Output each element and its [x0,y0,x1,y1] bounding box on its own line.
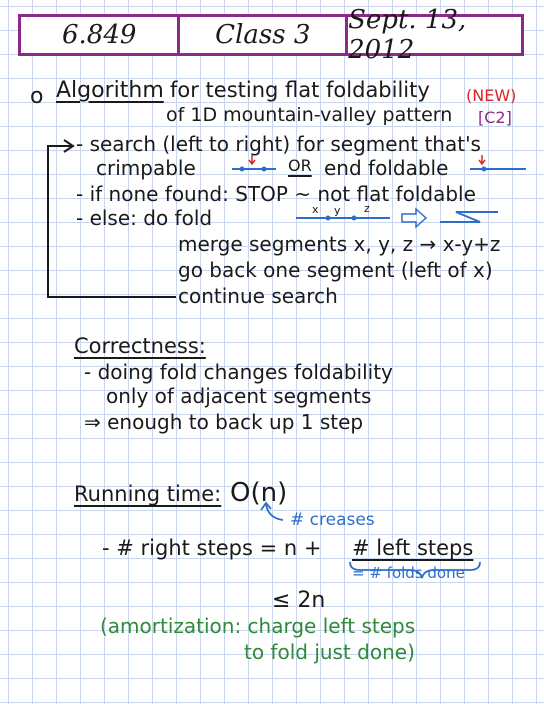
ref-tag: [C2] [478,108,512,127]
course-number: 6.849 [62,20,137,50]
bullet: o [30,84,44,109]
step-crimpable: crimpable [96,156,196,180]
correctness-line1: - doing fold changes foldability [84,360,393,384]
creases-note: # creases [290,510,375,530]
end-fold-crease [481,166,487,172]
amortization-line2: to fold just done) [244,640,415,664]
right-steps-line: - # right steps = n + [102,536,322,560]
step-else: - else: do fold [76,206,213,230]
running-time-value: O(n) [230,478,288,508]
seg-y: y [334,204,341,217]
algorithm-title: Algorithm [56,78,164,103]
crimp-arrow-icon [248,155,256,166]
loop-arrow-icon [63,139,75,153]
left-steps-term: # left steps [352,536,474,560]
step-none-found: - if none found: STOP ~ not flat foldabl… [76,182,476,206]
creases-pointer [265,503,284,521]
left-steps-brace [349,561,481,579]
running-time-title: Running time: [74,482,222,506]
crimp-crease-a [239,166,245,172]
loop-bracket [47,145,176,298]
correctness-line3: ⇒ enough to back up 1 step [84,410,364,434]
xyz-crease-b [351,215,357,221]
bound-line: ≤ 2n [272,588,326,613]
step-merge: merge segments x, y, z → x-y+z [178,232,501,256]
creases-arrow-icon [260,501,272,511]
step-search: - search (left to right) for segment tha… [76,132,481,156]
amortization-line1: (amortization: charge left steps [100,614,416,638]
crimp-crease-b [261,166,267,172]
step-continue: continue search [178,284,338,308]
correctness-title: Correctness: [74,334,206,358]
end-fold-arrow-icon [478,155,486,166]
algorithm-line1: for testing flat foldability [170,78,430,102]
new-tag: (NEW) [466,86,517,105]
fold-result-arrow-icon [401,207,428,229]
step-go-back: go back one segment (left of x) [178,258,493,282]
or-label: OR [288,156,312,175]
seg-x: x [312,203,319,216]
step-end-foldable: end foldable [324,156,449,180]
class-label: Class 3 [177,17,345,53]
folded-segment [440,211,498,223]
algorithm-line2: of 1D mountain-valley pattern [166,104,453,126]
correctness-line2: only of adjacent segments [106,384,372,408]
xyz-crease-a [325,215,331,221]
seg-z: z [364,202,370,215]
